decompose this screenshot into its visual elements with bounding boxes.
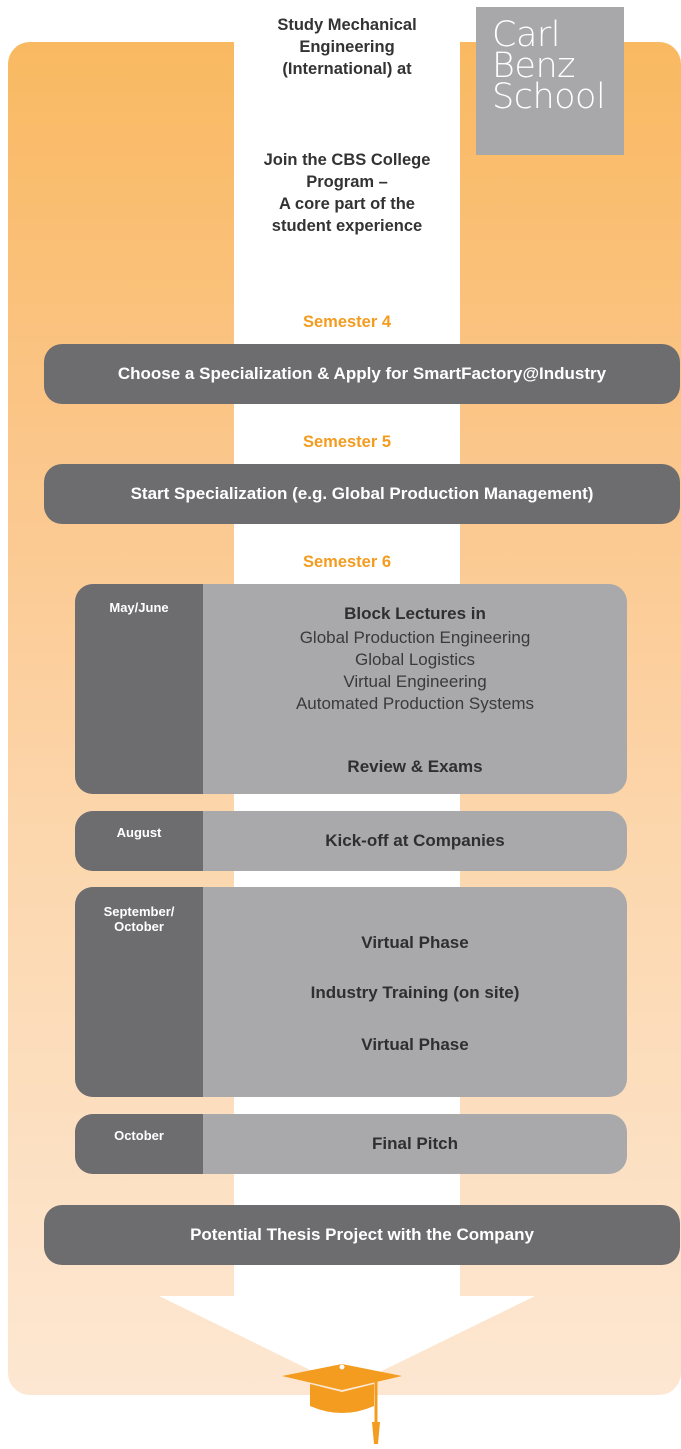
thesis-project-step: Potential Thesis Project with the Compan… bbox=[44, 1205, 680, 1265]
virtual-phase-2: Virtual Phase bbox=[361, 1035, 469, 1054]
semester-6-label: Semester 6 bbox=[302, 553, 392, 571]
join-program-text: Join the CBS College Program – A core pa… bbox=[263, 151, 431, 235]
september-october-block: September/ October Virtual Phase Industr… bbox=[75, 887, 627, 1097]
virtual-phase-1: Virtual Phase bbox=[361, 933, 469, 952]
time-label-september-october: September/ October bbox=[103, 904, 175, 934]
october-block: October Final Pitch bbox=[75, 1114, 627, 1174]
timeline-side bbox=[75, 887, 203, 1097]
semester-4-label: Semester 4 bbox=[302, 313, 392, 331]
intro-text: Study Mechanical Engineering (Internatio… bbox=[277, 16, 417, 78]
phases-content: Virtual Phase Industry Training (on site… bbox=[203, 887, 627, 1097]
semester-5-step: Start Specialization (e.g. Global Produc… bbox=[44, 464, 680, 524]
kickoff-content: Kick-off at Companies bbox=[203, 811, 627, 871]
block-lectures-content: Block Lectures in Global Production Engi… bbox=[203, 584, 627, 794]
timeline-side bbox=[75, 811, 203, 871]
timeline-side bbox=[75, 1114, 203, 1174]
semester-4-step: Choose a Specialization & Apply for Smar… bbox=[44, 344, 680, 404]
course-item: Automated Production Systems bbox=[295, 694, 535, 713]
final-pitch-content: Final Pitch bbox=[203, 1114, 627, 1174]
time-label-may-june: May/June bbox=[109, 600, 169, 615]
timeline-side bbox=[75, 584, 203, 794]
review-exams: Review & Exams bbox=[347, 757, 483, 776]
semester-5-label: Semester 5 bbox=[302, 433, 392, 451]
course-item: Global Logistics bbox=[354, 650, 475, 669]
carl-benz-school-logo: Carl Benz School bbox=[476, 7, 624, 155]
august-block: August Kick-off at Companies bbox=[75, 811, 627, 871]
time-label-october: October bbox=[114, 1128, 164, 1143]
graduation-cap-icon bbox=[282, 1364, 402, 1444]
kickoff-text: Kick-off at Companies bbox=[325, 831, 505, 850]
course-list: Global Production Engineering Global Log… bbox=[203, 627, 627, 715]
final-pitch-text: Final Pitch bbox=[372, 1134, 458, 1153]
industry-training: Industry Training (on site) bbox=[310, 983, 520, 1002]
may-june-block: May/June Block Lectures in Global Produc… bbox=[75, 584, 627, 794]
block-lectures-title: Block Lectures in bbox=[344, 604, 486, 623]
course-item: Virtual Engineering bbox=[343, 672, 487, 691]
time-label-august: August bbox=[116, 825, 162, 840]
course-item: Global Production Engineering bbox=[299, 628, 531, 647]
